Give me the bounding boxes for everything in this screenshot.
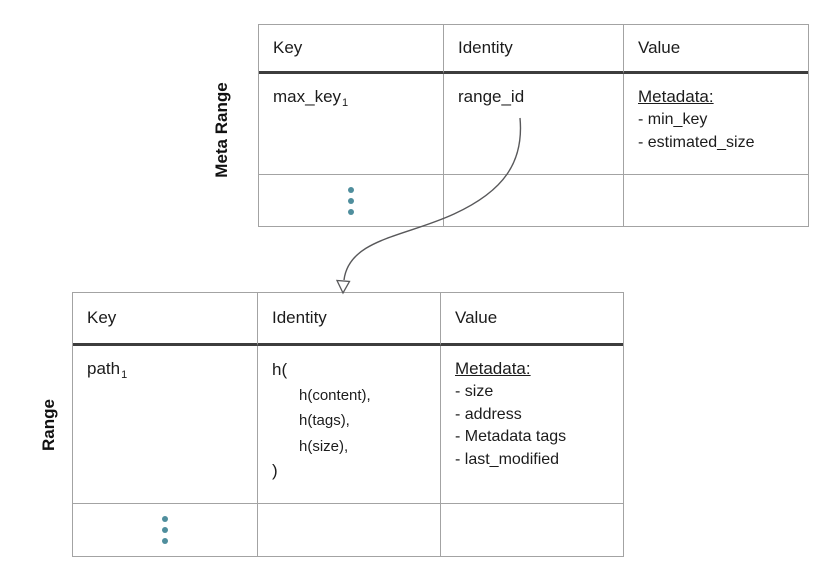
range-header-identity: Identity	[258, 293, 441, 346]
range-header-key: Key	[73, 293, 258, 346]
range-header-value: Value	[441, 293, 623, 346]
meta-value-item: - min_key	[638, 110, 708, 128]
identity-line: )	[272, 461, 278, 481]
identity-line: h(size),	[299, 437, 349, 455]
dot	[162, 516, 168, 522]
range-key-subscript: 1	[121, 369, 128, 381]
meta-empty-cell	[624, 175, 808, 227]
range-table: Key Identity Value path1 h( h(content), …	[72, 292, 624, 557]
meta-empty-cell	[444, 175, 624, 227]
vertical-ellipsis-icon	[348, 187, 354, 215]
range-value-item: - size	[455, 382, 494, 400]
range-key-text: path	[87, 359, 121, 378]
range-value-item: - address	[455, 405, 522, 423]
meta-header-identity: Identity	[444, 25, 624, 74]
dot	[348, 198, 354, 204]
meta-range-label: Meta Range	[212, 82, 231, 178]
dot	[162, 538, 168, 544]
identity-line: h(	[272, 360, 288, 379]
meta-value-heading: Metadata:	[638, 87, 714, 106]
range-value-cell: Metadata: - size - address - Metadata ta…	[441, 346, 623, 504]
identity-line: h(tags),	[299, 412, 350, 430]
meta-header-value: Value	[624, 25, 808, 74]
meta-key-subscript: 1	[342, 97, 349, 109]
meta-value-item: - estimated_size	[638, 133, 755, 151]
range-label: Range	[39, 399, 58, 451]
meta-key-cell: max_key1	[259, 74, 444, 175]
meta-header-key: Key	[259, 25, 444, 74]
range-value-heading: Metadata:	[455, 359, 531, 378]
dot	[162, 527, 168, 533]
meta-ellipsis-cell	[259, 175, 444, 227]
range-empty-cell	[258, 504, 441, 556]
range-value-item: - last_modified	[455, 451, 560, 469]
meta-identity-text: range_id	[458, 87, 525, 106]
range-ellipsis-cell	[73, 504, 258, 556]
meta-identity-cell: range_id	[444, 74, 624, 175]
meta-range-table: Key Identity Value max_key1 range_id Met…	[258, 24, 809, 227]
range-key-cell: path1	[73, 346, 258, 504]
vertical-ellipsis-icon	[162, 516, 168, 544]
dot	[348, 187, 354, 193]
identity-line: h(content),	[299, 386, 371, 404]
range-value-item: - Metadata tags	[455, 428, 567, 446]
range-identity-cell: h( h(content), h(tags), h(size), )	[258, 346, 441, 504]
meta-value-cell: Metadata: - min_key - estimated_size	[624, 74, 808, 175]
dot	[348, 209, 354, 215]
meta-key-text: max_key	[273, 87, 342, 106]
range-empty-cell	[441, 504, 623, 556]
